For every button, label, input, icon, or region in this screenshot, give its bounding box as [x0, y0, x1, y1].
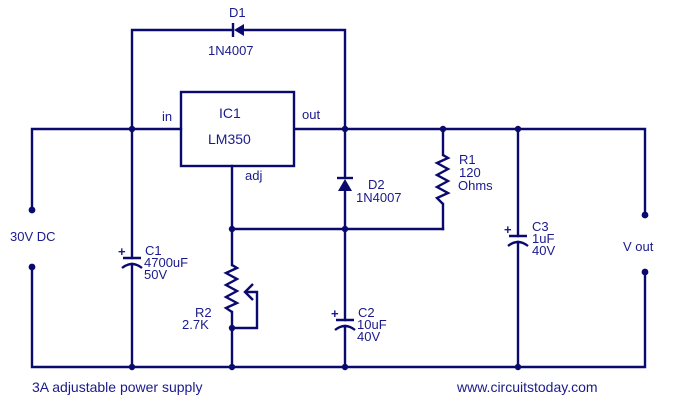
- r1-resistor-icon: [434, 153, 451, 205]
- r2-resistor-icon: [223, 263, 240, 313]
- d2-ref: D2: [368, 177, 385, 192]
- r2-wiper-arrow-icon: [243, 283, 254, 301]
- c3-plate-negative: [507, 240, 529, 247]
- c2-capacitor: + C2 10uF 40V: [331, 305, 387, 344]
- c2-plate-negative: [334, 324, 356, 331]
- r2-value: 2.7K: [182, 317, 209, 332]
- output-terminal-positive: [641, 211, 649, 219]
- r2-potentiometer: R2 2.7K: [182, 263, 254, 332]
- wires: [30, 28, 647, 369]
- d1-diode-icon: [234, 24, 244, 36]
- wire-d1-bypass-left: [130, 28, 234, 131]
- ic1-pin-adj: adj: [245, 168, 262, 183]
- input-terminals: 30V DC: [10, 206, 56, 271]
- c3-ref: C3: [532, 219, 549, 234]
- c1-plate-negative: [121, 262, 143, 269]
- ic1-pin-in: in: [162, 109, 172, 124]
- c3-voltage: 40V: [532, 243, 555, 258]
- junction-dot: [341, 225, 349, 233]
- d1-diode: D1 1N4007: [208, 5, 254, 58]
- c1-capacitor: + C1 4700uF 50V: [118, 243, 188, 282]
- c1-ref: C1: [145, 243, 162, 258]
- ic1-ref: IC1: [219, 105, 241, 121]
- r2-ref: R2: [195, 305, 212, 320]
- diagram-title: 3A adjustable power supply: [32, 379, 202, 395]
- junction-dot: [341, 125, 349, 133]
- junction-dot: [514, 363, 522, 371]
- source-credit: www.circuitstoday.com: [456, 379, 598, 395]
- wire-input-negative: [30, 265, 647, 369]
- junction-dot: [514, 125, 522, 133]
- junction-dot: [128, 363, 136, 371]
- input-terminal-positive: [28, 206, 36, 214]
- r1-value: 120: [459, 165, 481, 180]
- wire-r2-wiper: [230, 290, 259, 330]
- junction-dot: [341, 363, 349, 371]
- junction-dot: [228, 225, 236, 233]
- ic1-body: [179, 90, 296, 168]
- c3-polarity: +: [504, 222, 512, 237]
- ic1-regulator: IC1 LM350 in out adj: [162, 90, 320, 183]
- d2-diode: D2 1N4007: [337, 176, 402, 205]
- d2-part: 1N4007: [356, 190, 402, 205]
- wire-output-rail: [293, 127, 647, 217]
- ic1-part: LM350: [208, 131, 251, 147]
- c2-value: 10uF: [357, 317, 387, 332]
- d1-part: 1N4007: [208, 43, 254, 58]
- wire-d1-bypass-right: [242, 28, 347, 131]
- junction-dot: [439, 125, 447, 133]
- d1-ref: D1: [229, 5, 246, 20]
- c3-value: 1uF: [532, 231, 554, 246]
- output-terminal-negative: [641, 268, 649, 276]
- output-label: V out: [623, 239, 654, 254]
- c2-voltage: 40V: [357, 329, 380, 344]
- input-terminal-negative: [28, 263, 36, 271]
- input-label: 30V DC: [10, 229, 56, 244]
- wire-input-positive: [30, 127, 183, 212]
- ic1-pin-out: out: [302, 107, 320, 122]
- c1-polarity: +: [118, 244, 126, 259]
- output-terminals: V out: [623, 211, 654, 276]
- r1-unit: Ohms: [458, 178, 493, 193]
- r1-ref: R1: [459, 152, 476, 167]
- junction-dot: [228, 363, 236, 371]
- c2-polarity: +: [331, 306, 339, 321]
- junctions: [128, 125, 522, 371]
- c1-voltage: 50V: [144, 267, 167, 282]
- junction-dot: [228, 324, 236, 332]
- r1-resistor: R1 120 Ohms: [434, 152, 493, 205]
- c2-ref: C2: [358, 305, 375, 320]
- c1-value: 4700uF: [144, 255, 188, 270]
- c3-capacitor: + C3 1uF 40V: [504, 219, 555, 258]
- d2-diode-icon: [338, 179, 352, 191]
- junction-dot: [128, 125, 136, 133]
